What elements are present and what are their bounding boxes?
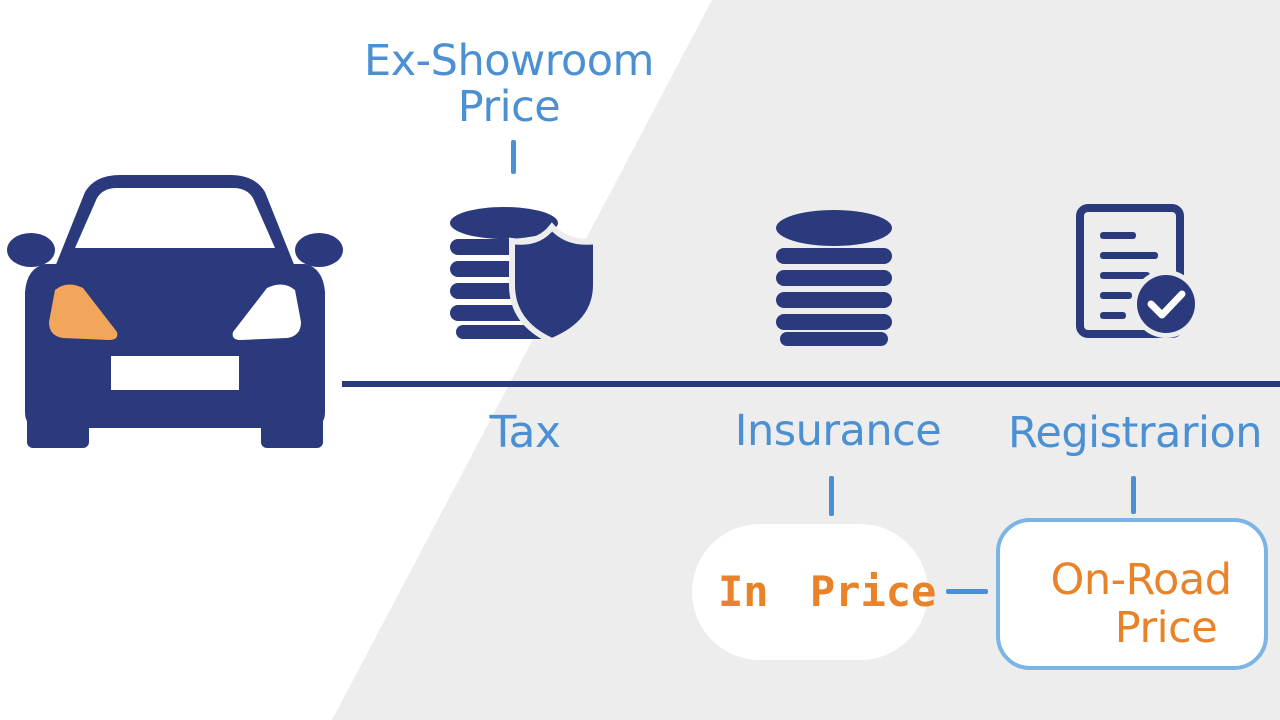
timeline-line [342, 381, 1280, 387]
left-headlight [49, 284, 118, 340]
on-road-price-text: On-Road Price [1000, 556, 1272, 652]
on-road-line2: Price [1114, 603, 1218, 653]
coin-stack-icon [776, 210, 892, 346]
document-check-icon [1076, 204, 1200, 338]
in-price-word2: Price [809, 567, 937, 616]
in-price-box: In Price [692, 524, 936, 660]
car-front-icon [7, 175, 343, 448]
insurance-connector [829, 476, 834, 516]
ex-showroom-label-line1: Ex-Showroom [364, 36, 654, 86]
result-connector [946, 589, 988, 594]
ex-showroom-price-label: Ex-Showroom Price [358, 38, 660, 130]
in-price-text: In Price [718, 568, 936, 616]
coins-shield-icon [450, 207, 599, 345]
on-road-price-box: On-Road Price [996, 518, 1268, 670]
in-price-word1: In [718, 567, 769, 616]
right-headlight [232, 284, 301, 340]
insurance-label: Insurance [734, 406, 942, 456]
tax-label: Tax [489, 407, 561, 458]
on-road-line1: On-Road [1050, 555, 1232, 605]
registration-label: Registrarion [1007, 408, 1263, 458]
license-plate [111, 356, 239, 390]
ex-showroom-connector [511, 140, 516, 174]
registration-connector [1131, 476, 1136, 514]
ex-showroom-label-line2: Price [457, 82, 561, 132]
